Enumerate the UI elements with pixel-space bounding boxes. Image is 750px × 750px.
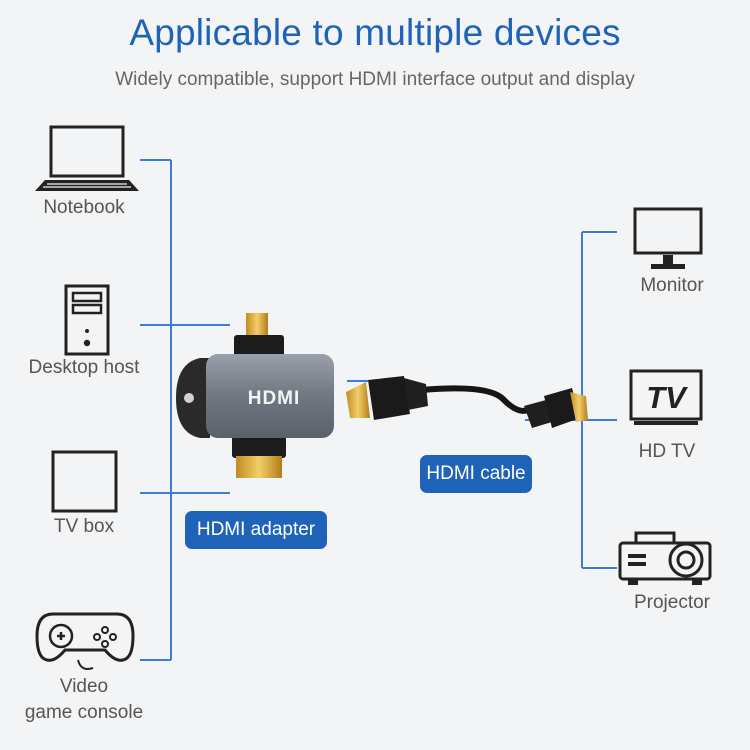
desktop-tower-icon [64,284,110,356]
tv-icon: TV [629,369,703,425]
gamepad-icon [35,612,135,670]
hd-tv-label: HD TV [638,441,696,462]
hdmi-adapter-tag: HDMI adapter [185,511,327,549]
page-subtitle: Widely compatible, support HDMI interfac… [115,69,635,90]
hdmi-adapter-image: HDMI [176,313,334,478]
tv-box-label: TV box [53,516,115,537]
hdmi-cable-tag: HDMI cable [420,455,532,493]
monitor-icon [633,207,703,269]
hdmi-cable-image [346,376,588,428]
game-console-label-line2: game console [24,702,144,723]
desktop-host-label: Desktop host [28,357,140,378]
tv-box-icon [51,450,118,513]
tv-icon-text: TV [646,380,688,415]
page-title: Applicable to multiple devices [129,12,621,53]
projector-icon [618,531,712,585]
projector-label: Projector [633,592,711,613]
adapter-brand-text: HDMI [248,388,301,409]
notebook-label: Notebook [43,197,125,218]
game-console-label-line1: Video [59,676,109,697]
monitor-label: Monitor [640,275,704,296]
laptop-icon [35,125,139,191]
